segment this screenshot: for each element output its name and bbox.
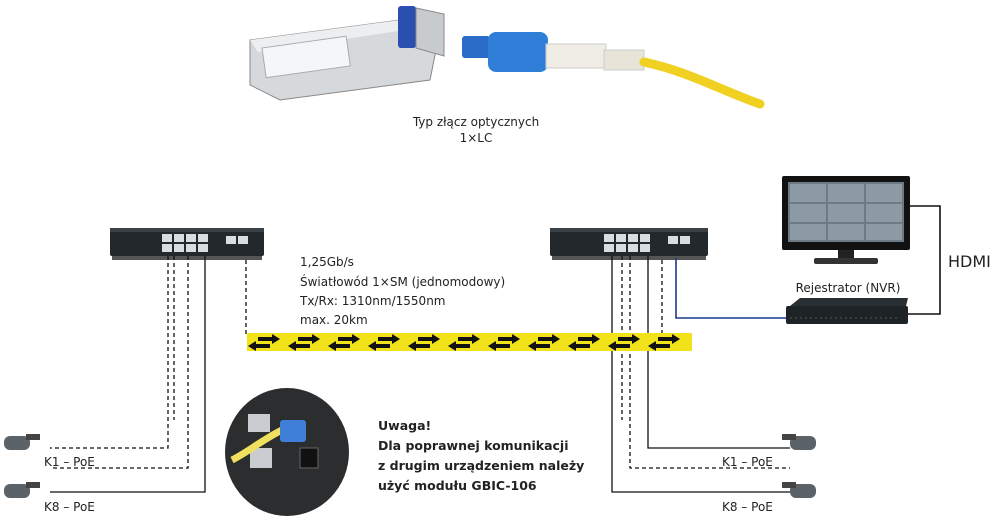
arrow-left-icon [248,341,270,351]
arrow-left-icon [448,341,470,351]
left-cables [50,256,206,493]
sfp-module-image [249,6,445,101]
inset-photo [225,388,349,516]
left-camera-k1-label: K1 – PoE [44,455,95,469]
arrow-right-icon [378,334,400,344]
arrow-right-icon [658,334,680,344]
connector-title: Typ złącz optycznych [412,115,540,129]
note-line: Dla poprawnej komunikacji [378,438,569,453]
right-switch [550,228,708,260]
link-fiber: Światłowód 1×SM (jednomodowy) [300,275,506,289]
arrow-right-icon [498,334,520,344]
arrow-left-icon [288,341,310,351]
arrow-right-icon [298,334,320,344]
note-line: użyć modułu GBIC-106 [378,478,537,493]
arrow-left-icon [608,341,630,351]
lc-connector-image [462,32,765,109]
camera-icon [4,434,816,498]
arrow-left-icon [648,341,670,351]
left-camera-k8-label: K8 – PoE [44,500,95,514]
right-camera-k8-label: K8 – PoE [722,500,773,514]
link-txrx: Tx/Rx: 1310nm/1550nm [300,294,446,308]
arrow-right-icon [618,334,640,344]
hdmi-label: HDMI [948,252,991,271]
arrow-left-icon [568,341,590,351]
note-block: Uwaga! Dla poprawnej komunikacji z drugi… [378,416,584,496]
arrow-left-icon [328,341,350,351]
arrow-left-icon [528,341,550,351]
note-heading: Uwaga! [378,418,432,433]
arrow-left-icon [488,341,510,351]
arrow-right-icon [578,334,600,344]
nvr-image [786,298,908,324]
right-camera-k1-label: K1 – PoE [722,455,773,469]
arrow-left-icon [408,341,430,351]
nvr-label: Rejestrator (NVR) [795,281,901,295]
link-speed: 1,25Gb/s [300,255,354,269]
arrow-right-icon [258,334,280,344]
left-switch [110,228,264,260]
arrow-right-icon [338,334,360,344]
arrow-left-icon [368,341,390,351]
monitor-image [782,176,910,264]
arrow-right-icon [458,334,480,344]
arrow-right-icon [418,334,440,344]
link-distance: max. 20km [300,313,368,327]
arrow-right-icon [538,334,560,344]
note-line: z drugim urządzeniem należy [378,458,585,473]
connector-type: 1×LC [459,131,493,145]
fiber-link-band [247,333,692,351]
